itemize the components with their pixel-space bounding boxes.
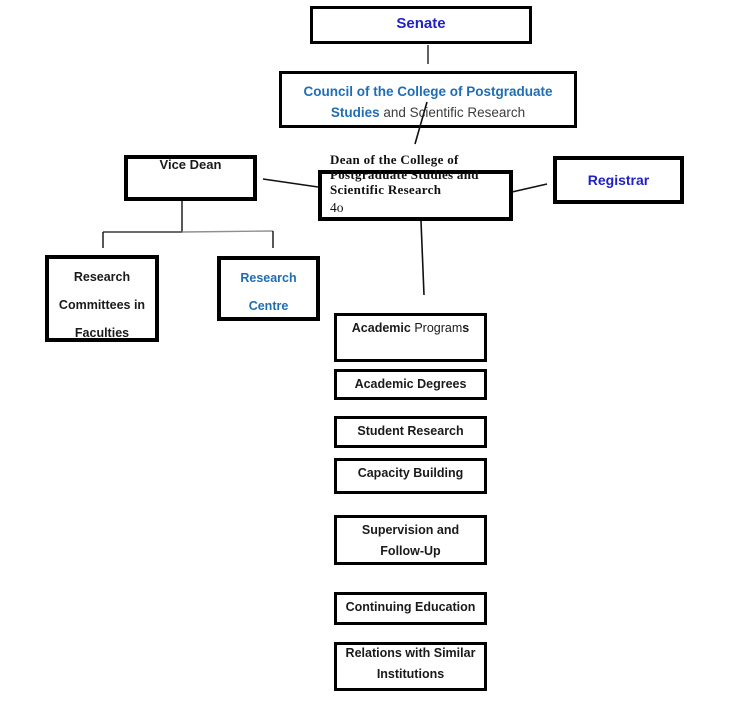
- box-research-centre: Research Centre: [217, 256, 320, 321]
- senate-label: Senate: [396, 15, 446, 32]
- box-academic-programs: Academic Programs: [334, 313, 487, 362]
- relations-similar-institutions-label: Relations with Similar Institutions: [345, 646, 476, 681]
- vice-dean-label: Vice Dean: [159, 157, 222, 172]
- registrar-label: Registrar: [587, 172, 650, 188]
- connector-branch-right: [181, 230, 274, 233]
- research-committees-label: Research Committees in Faculties: [58, 270, 146, 340]
- box-research-committees: Research Committees in Faculties: [45, 255, 159, 342]
- box-registrar: Registrar: [553, 156, 684, 204]
- box-supervision-follow-up: Supervision and Follow-Up: [334, 515, 487, 565]
- connector-dean-registrar: [511, 183, 548, 193]
- box-senate: Senate: [310, 6, 532, 44]
- research-centre-label: Research Centre: [240, 271, 297, 313]
- academic-degrees-label: Academic Degrees: [354, 377, 467, 391]
- box-academic-degrees: Academic Degrees: [334, 369, 487, 400]
- dean-note: 4o: [330, 200, 344, 215]
- box-continuing-education: Continuing Education: [334, 592, 487, 625]
- box-relations-similar-institutions: Relations with Similar Institutions: [334, 642, 487, 691]
- box-council: Council of the College of Postgraduate S…: [279, 71, 577, 128]
- council-line2: Studies and Scientific Research: [330, 105, 526, 120]
- dean-line2: Postgraduate Studies and: [330, 167, 479, 182]
- box-dean: [318, 170, 513, 221]
- connector-dean-functions: [420, 220, 425, 296]
- box-capacity-building: Capacity Building: [334, 458, 487, 494]
- connector-dean-vice-dean: [262, 178, 319, 188]
- dean-line3: Scientific Research: [330, 182, 442, 197]
- continuing-education-label: Continuing Education: [345, 600, 476, 614]
- academic-programs-label: Academic Programs: [351, 321, 470, 335]
- box-vice-dean: Vice Dean: [124, 155, 257, 201]
- supervision-follow-up-label: Supervision and Follow-Up: [361, 523, 460, 558]
- box-student-research: Student Research: [334, 416, 487, 448]
- council-line1: Council of the College of Postgraduate: [303, 84, 553, 99]
- council-label: Council of the College of Postgraduate S…: [282, 74, 574, 123]
- capacity-building-label: Capacity Building: [357, 466, 464, 480]
- dean-line1: Dean of the College of: [330, 152, 459, 167]
- student-research-label: Student Research: [357, 424, 464, 438]
- dean-label: Dean of the College of Postgraduate Stud…: [319, 152, 509, 215]
